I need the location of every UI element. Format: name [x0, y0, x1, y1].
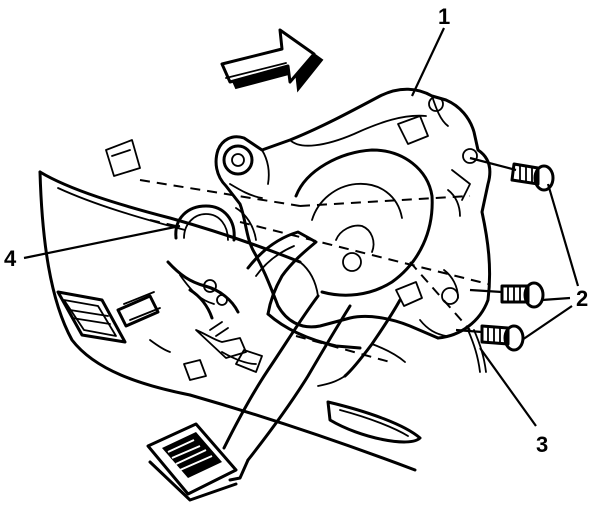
callout-label-4: 4 [4, 246, 17, 271]
callout-label-2: 2 [576, 286, 588, 311]
round-clamp [174, 204, 236, 242]
leader-lines [23, 27, 580, 341]
pedal-arm [222, 294, 406, 482]
callout-label-3: 3 [536, 432, 548, 457]
alignment-lines [139, 179, 489, 363]
direction-arrow [220, 28, 324, 93]
lower-bracket [56, 290, 127, 344]
pedal-pad [146, 422, 238, 502]
bolt-upper [469, 156, 555, 192]
bracket-assembly [214, 87, 492, 350]
wiring-harness [116, 260, 263, 381]
bolt-middle [469, 281, 545, 309]
callout-label-1: 1 [438, 4, 450, 29]
wire-lead [467, 329, 537, 427]
dash-panel [38, 139, 422, 472]
